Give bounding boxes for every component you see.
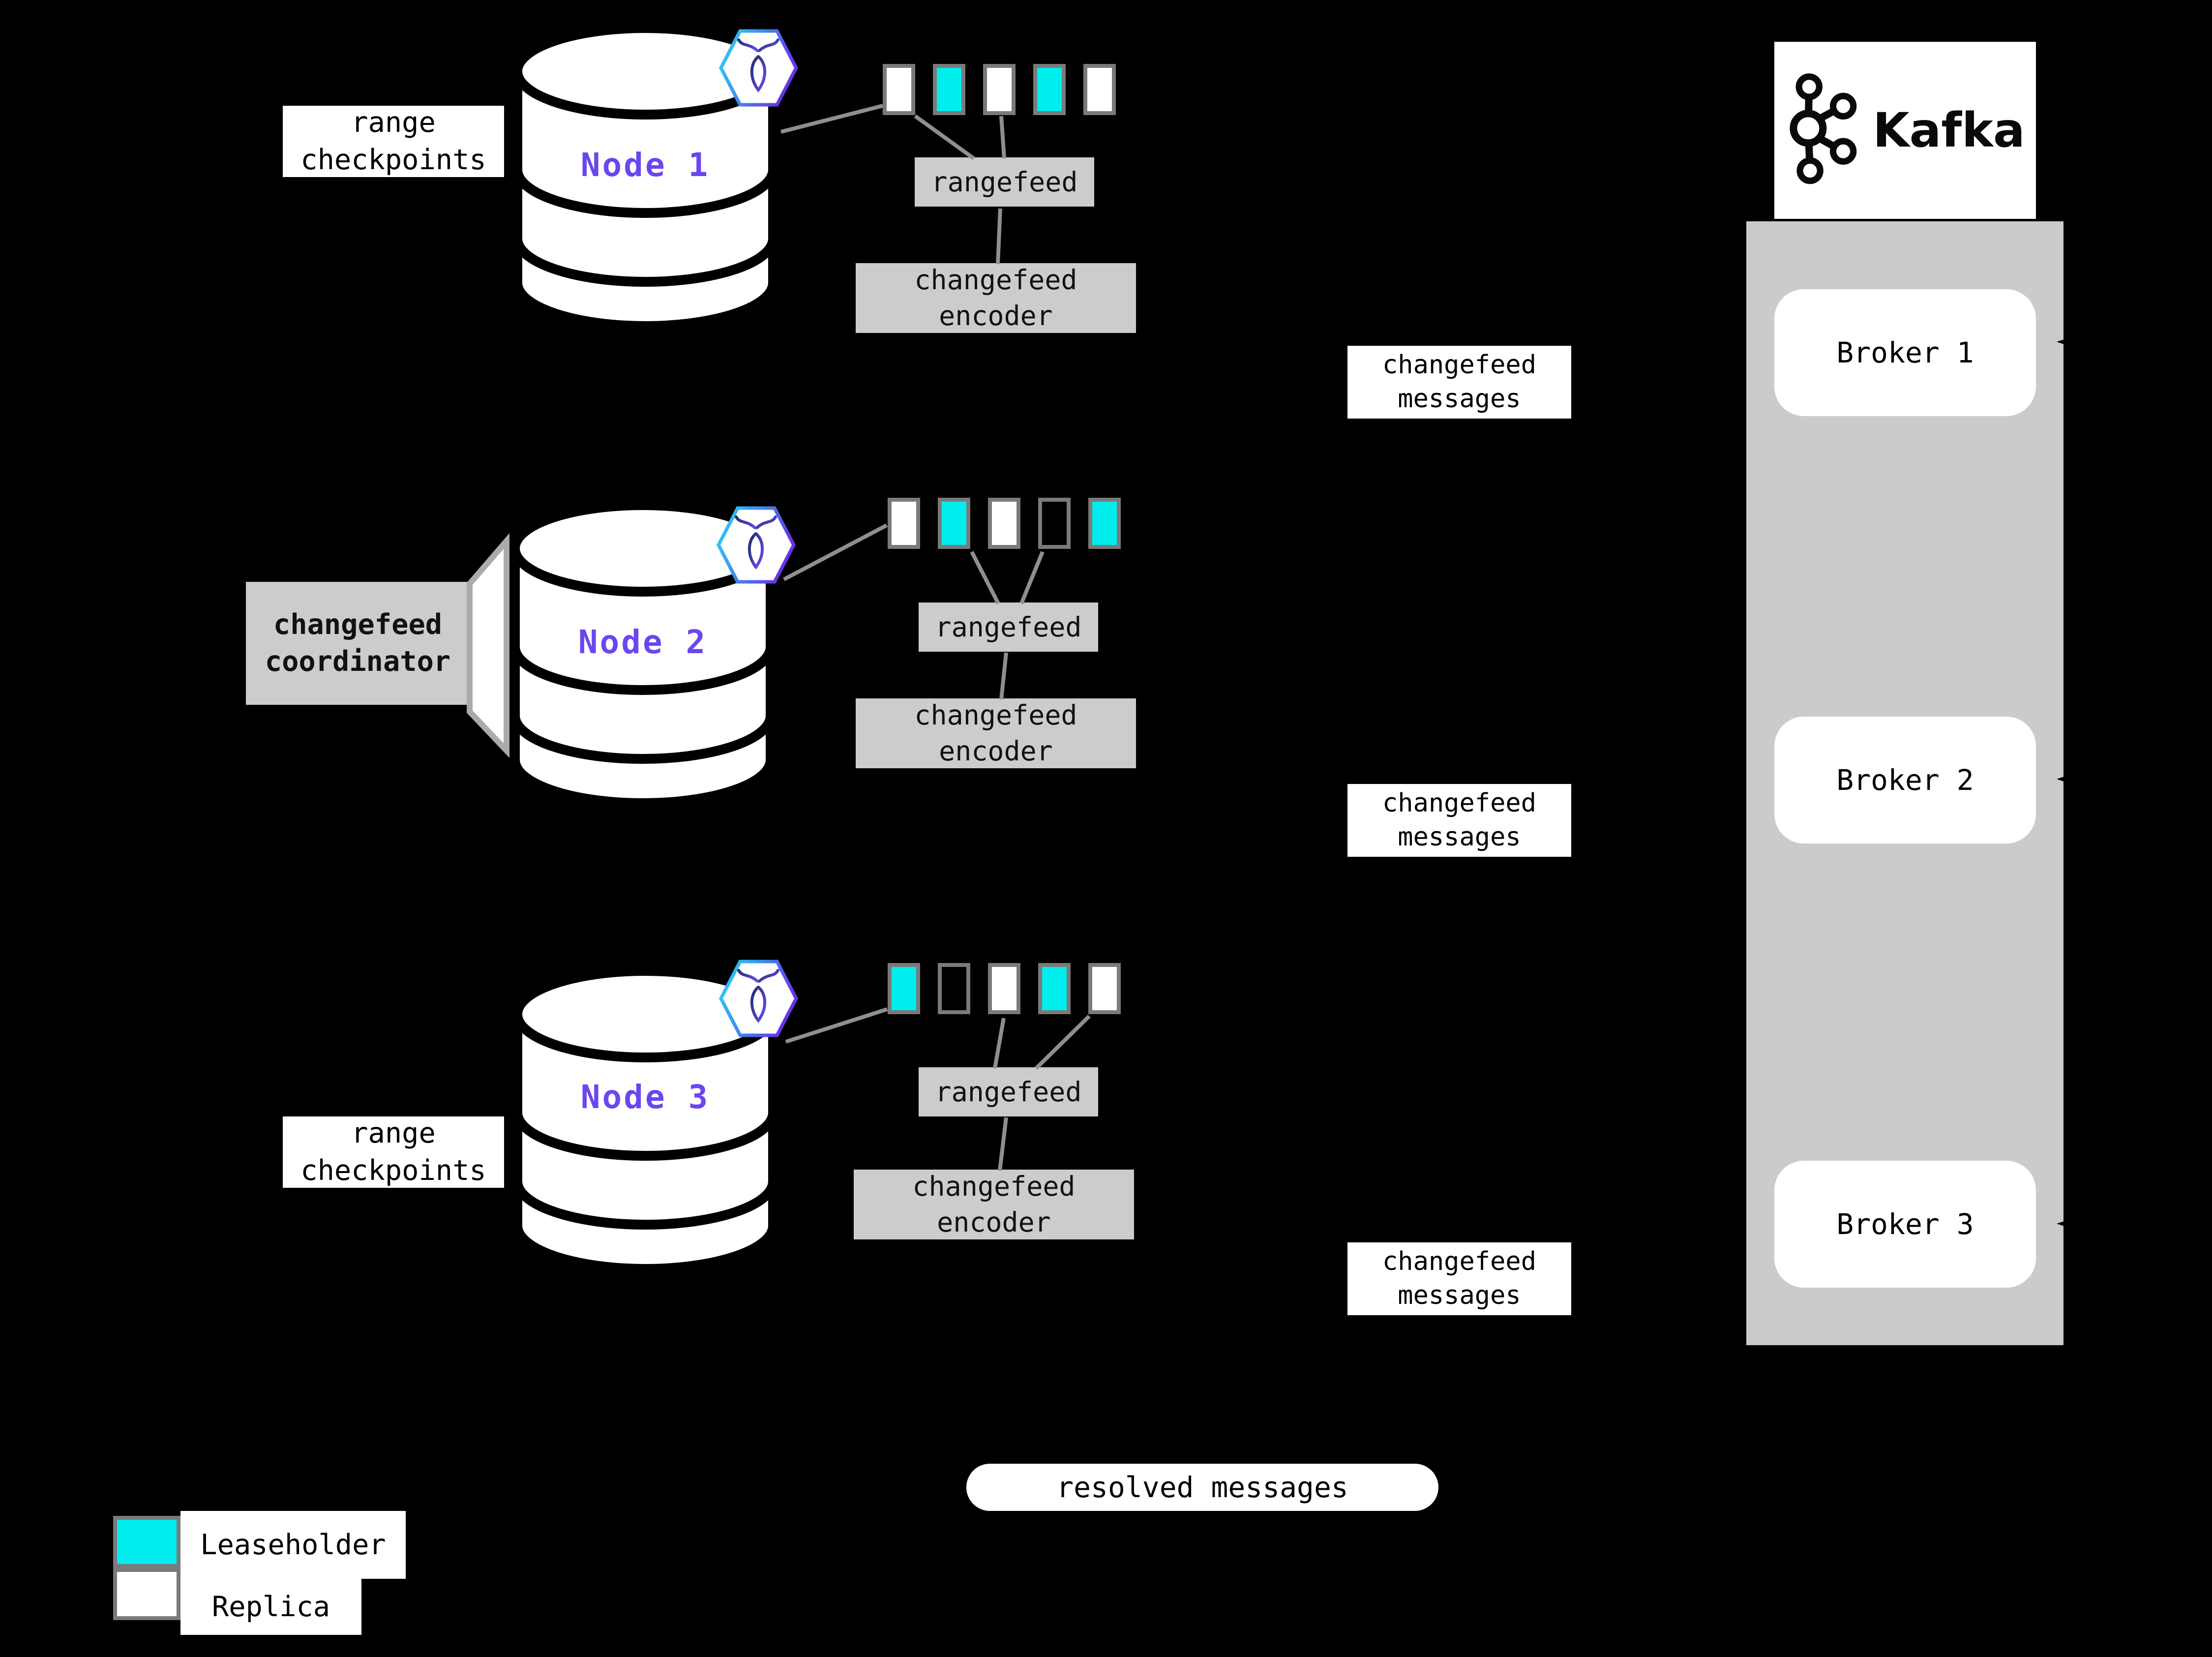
node2-label: Node 2 <box>578 623 708 661</box>
node1-database-cylinder <box>512 23 778 330</box>
node2-changefeed-encoder-box: changefeed encoder <box>856 698 1136 768</box>
node1-range-checkpoints-label: range checkpoints <box>283 106 504 177</box>
changefeed-messages-label-2: changefeed messages <box>1347 784 1571 857</box>
range-square-leaseholder <box>1033 64 1066 115</box>
range-square-empty <box>1038 498 1071 549</box>
kafka-broker-1: Broker 1 <box>1774 289 2036 416</box>
kafka-title: Kafka <box>1873 103 2025 158</box>
range-square-leaseholder <box>933 64 965 115</box>
node3-range-squares <box>888 963 1121 1014</box>
range-square-replica <box>1088 963 1121 1014</box>
legend-replica-swatch <box>113 1568 180 1620</box>
node1-changefeed-encoder-box: changefeed encoder <box>856 263 1136 333</box>
legend-leaseholder-label: Leaseholder <box>180 1511 406 1579</box>
changefeed-coordinator-box: changefeed coordinator <box>246 582 470 705</box>
node3-database-cylinder <box>512 966 778 1272</box>
kafka-header-box: Kafka <box>1774 42 2036 219</box>
kafka-logo-icon <box>1790 73 1857 184</box>
coordinator-flag-shape <box>467 533 509 758</box>
legend-replica-label: Replica <box>180 1579 361 1635</box>
node1-rangefeed-box: rangefeed <box>915 157 1094 207</box>
range-square-replica <box>1083 64 1116 115</box>
kafka-broker-3: Broker 3 <box>1774 1161 2036 1288</box>
node3-label: Node 3 <box>580 1078 710 1116</box>
node3-range-checkpoints-label: range checkpoints <box>283 1116 504 1188</box>
changefeed-messages-label-3: changefeed messages <box>1347 1242 1571 1315</box>
node2-range-squares <box>888 498 1121 549</box>
range-square-replica <box>988 963 1020 1014</box>
node3-rangefeed-box: rangefeed <box>919 1067 1098 1116</box>
range-square-replica <box>883 64 915 115</box>
node2-database-cylinder <box>510 500 776 807</box>
node3-changefeed-encoder-box: changefeed encoder <box>854 1170 1134 1239</box>
node1-label: Node 1 <box>580 146 710 184</box>
range-square-leaseholder <box>938 498 970 549</box>
range-square-replica <box>988 498 1020 549</box>
node1-range-squares <box>883 64 1116 115</box>
range-square-replica <box>983 64 1016 115</box>
resolved-messages-label: resolved messages <box>966 1464 1438 1511</box>
cockroachdb-logo-icon <box>719 960 798 1037</box>
range-square-leaseholder <box>1088 498 1121 549</box>
range-square-leaseholder <box>1038 963 1071 1014</box>
changefeed-messages-label-1: changefeed messages <box>1347 346 1571 419</box>
kafka-broker-2: Broker 2 <box>1774 717 2036 844</box>
legend-leaseholder-swatch <box>113 1516 180 1568</box>
range-square-leaseholder <box>888 963 920 1014</box>
range-square-empty <box>938 963 970 1014</box>
node2-rangefeed-box: rangefeed <box>919 603 1098 652</box>
range-square-replica <box>888 498 920 549</box>
cockroachdb-logo-icon <box>717 506 796 584</box>
cockroachdb-logo-icon <box>719 29 798 107</box>
